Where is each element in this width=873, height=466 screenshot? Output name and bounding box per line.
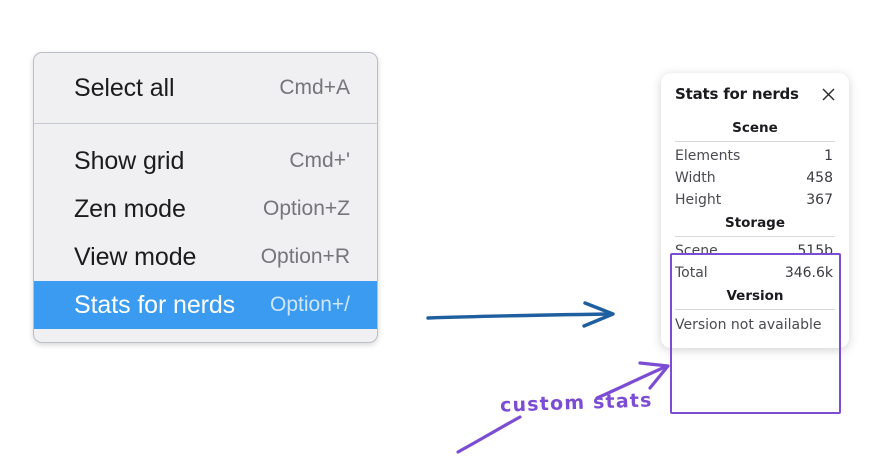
menu-item-shortcut: Cmd+' [289, 149, 350, 172]
stats-row-value: 367 [806, 192, 833, 208]
menu-item-stats-for-nerds[interactable]: Stats for nerds Option+/ [34, 281, 377, 329]
purple-arrow-lower-icon [456, 415, 522, 454]
menu-item-shortcut: Cmd+A [279, 76, 350, 99]
custom-stats-annotation-label: custom stats [499, 389, 653, 417]
menu-item-label: Stats for nerds [74, 290, 236, 319]
stats-section-version: Version Version not available [671, 284, 839, 334]
menu-item-shortcut: Option+Z [263, 197, 350, 220]
menu-item-label: Zen mode [74, 194, 186, 223]
blue-arrow-icon [426, 301, 615, 328]
stats-section-rule [675, 236, 835, 237]
menu-item-select-all[interactable]: Select all Cmd+A [34, 64, 377, 112]
menu-item-view-mode[interactable]: View mode Option+R [34, 233, 377, 281]
stats-panel-header: Stats for nerds [671, 85, 839, 103]
menu-section-1: Select all Cmd+A [34, 53, 377, 123]
menu-item-zen-mode[interactable]: Zen mode Option+Z [34, 185, 377, 233]
stats-row: Total 346.6k [671, 262, 839, 284]
stats-row-label: Height [675, 192, 722, 208]
stats-for-nerds-panel[interactable]: Stats for nerds Scene Elements 1 Width 4… [661, 73, 849, 348]
stats-row: Scene 515b [671, 240, 839, 262]
menu-separator [34, 123, 377, 124]
menu-item-label: View mode [74, 242, 197, 271]
menu-item-label: Show grid [74, 146, 185, 175]
version-note: Version not available [675, 317, 822, 333]
stats-row-value: 1 [824, 148, 833, 164]
stats-row: Elements 1 [671, 145, 839, 167]
stats-row-label: Scene [675, 243, 718, 259]
stats-panel-title: Stats for nerds [675, 85, 799, 103]
context-menu[interactable]: Select all Cmd+A Show grid Cmd+' Zen mod… [33, 52, 378, 343]
stats-row-value: 346.6k [784, 265, 833, 281]
menu-section-2: Show grid Cmd+' Zen mode Option+Z View m… [34, 124, 377, 329]
close-icon[interactable] [819, 85, 837, 103]
stats-section-storage: Storage Scene 515b Total 346.6k [671, 211, 839, 284]
stats-row-label: Elements [675, 148, 741, 164]
stats-row: Height 367 [671, 189, 839, 211]
menu-item-show-grid[interactable]: Show grid Cmd+' [34, 137, 377, 185]
stats-section-heading: Scene [732, 120, 778, 136]
stats-section-rule [675, 141, 835, 142]
stats-section-scene: Scene Elements 1 Width 458 Height 367 [671, 116, 839, 211]
stats-row-value: 458 [806, 170, 833, 186]
stats-row: Width 458 [671, 167, 839, 189]
stats-row-label: Total [675, 265, 708, 281]
stats-section-rule [675, 309, 835, 310]
stats-row-value: 515b [797, 243, 833, 259]
purple-arrow-upper-icon [595, 361, 670, 400]
stats-row-label: Width [675, 170, 716, 186]
menu-item-shortcut: Option+/ [270, 293, 350, 316]
stats-section-heading: Version [726, 288, 784, 304]
menu-item-label: Select all [74, 73, 175, 102]
menu-item-shortcut: Option+R [260, 245, 350, 268]
stats-section-heading: Storage [724, 215, 786, 231]
